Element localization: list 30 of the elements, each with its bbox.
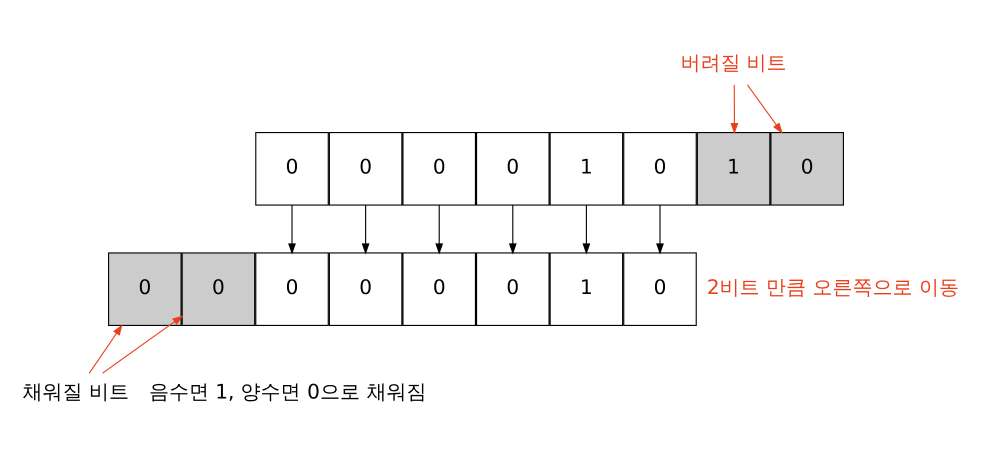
arrow <box>435 204 444 254</box>
arrow <box>102 314 184 374</box>
arrow <box>88 324 123 374</box>
label: 음수면 1, 양수면 0으로 채워짐 <box>148 378 426 403</box>
node-box: 0 <box>476 132 550 206</box>
arrow <box>582 204 590 254</box>
arrow <box>508 204 517 254</box>
node-box: 0 <box>402 132 476 206</box>
node-box: 1 <box>696 132 770 206</box>
node-box: 0 <box>255 132 329 206</box>
node-text: 버려질 비트 <box>680 50 787 74</box>
node-box: 0 <box>328 252 402 326</box>
arrow <box>288 204 296 254</box>
node-box: 0 <box>402 252 476 326</box>
node-box: 1 <box>550 132 624 206</box>
node-box: 0 <box>770 132 844 206</box>
node-box: 0 <box>328 132 402 206</box>
node-box: 1 <box>550 252 624 326</box>
arrow <box>746 84 783 134</box>
arrow <box>362 204 370 254</box>
node-box: 0 <box>476 252 550 326</box>
node-box: 0 <box>255 252 329 326</box>
arrow <box>730 84 738 134</box>
node-box: 0 <box>108 252 182 326</box>
node-box: 0 <box>623 252 697 326</box>
arrow <box>656 204 664 254</box>
label: 2비트 만큼 오른쪽으로 이동 <box>706 274 959 299</box>
node-box: 0 <box>182 252 256 326</box>
node-box: 0 <box>623 132 697 206</box>
node-text: 채워질 비트 <box>22 378 129 403</box>
